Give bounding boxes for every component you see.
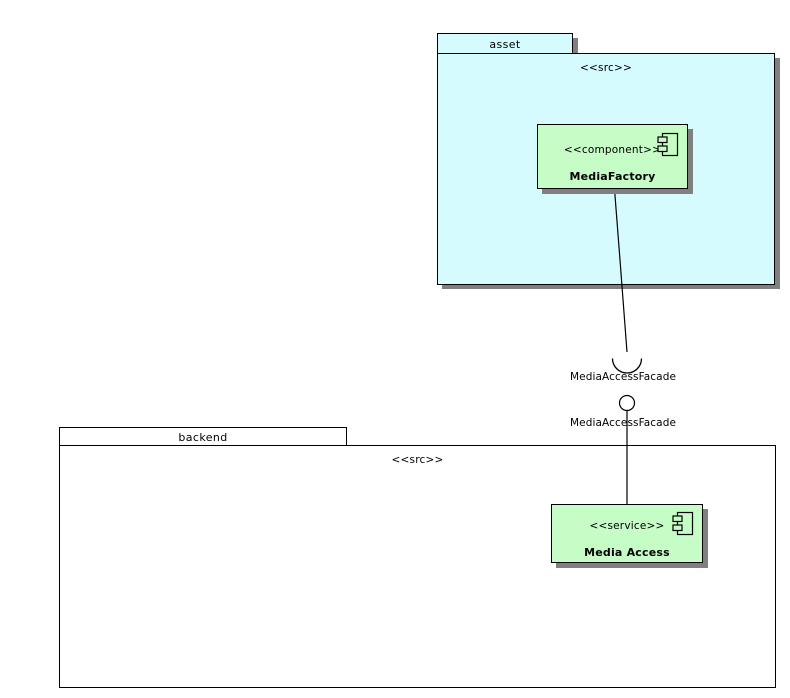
- package-asset-body-shadow-right: [775, 58, 780, 289]
- package-backend-name: backend: [178, 430, 228, 444]
- package-asset-tab[interactable]: asset: [437, 33, 573, 54]
- package-asset-tab-shadow: [573, 38, 578, 53]
- uml-component-icon: [657, 132, 679, 157]
- component-mediaaccess[interactable]: <<service>> Media Access: [551, 504, 703, 563]
- package-backend-tab[interactable]: backend: [59, 427, 347, 446]
- component-mediaaccess-stereotype: <<service>>: [589, 520, 665, 532]
- component-mediaaccess-shadow-bottom: [556, 563, 708, 568]
- component-mediaaccess-shadow-right: [703, 509, 708, 568]
- provided-interface-label: MediaAccessFacade: [570, 417, 677, 429]
- component-mediafactory-shadow-right: [688, 129, 693, 194]
- component-mediaaccess-name: Media Access: [584, 546, 670, 559]
- component-mediafactory-stereotype: <<component>>: [563, 144, 662, 156]
- package-asset-stereotype: <<src>>: [580, 62, 632, 74]
- component-mediafactory[interactable]: <<component>> MediaFactory: [537, 124, 688, 189]
- component-mediafactory-shadow-bottom: [542, 189, 693, 194]
- uml-component-icon: [672, 511, 694, 536]
- package-asset-body-shadow-bottom: [442, 284, 780, 289]
- component-mediafactory-name: MediaFactory: [569, 170, 656, 183]
- package-backend-stereotype: <<src>>: [391, 454, 444, 466]
- provided-interface-ball: [618, 394, 636, 412]
- required-interface-label: MediaAccessFacade: [570, 371, 677, 383]
- package-asset-name: asset: [489, 37, 521, 51]
